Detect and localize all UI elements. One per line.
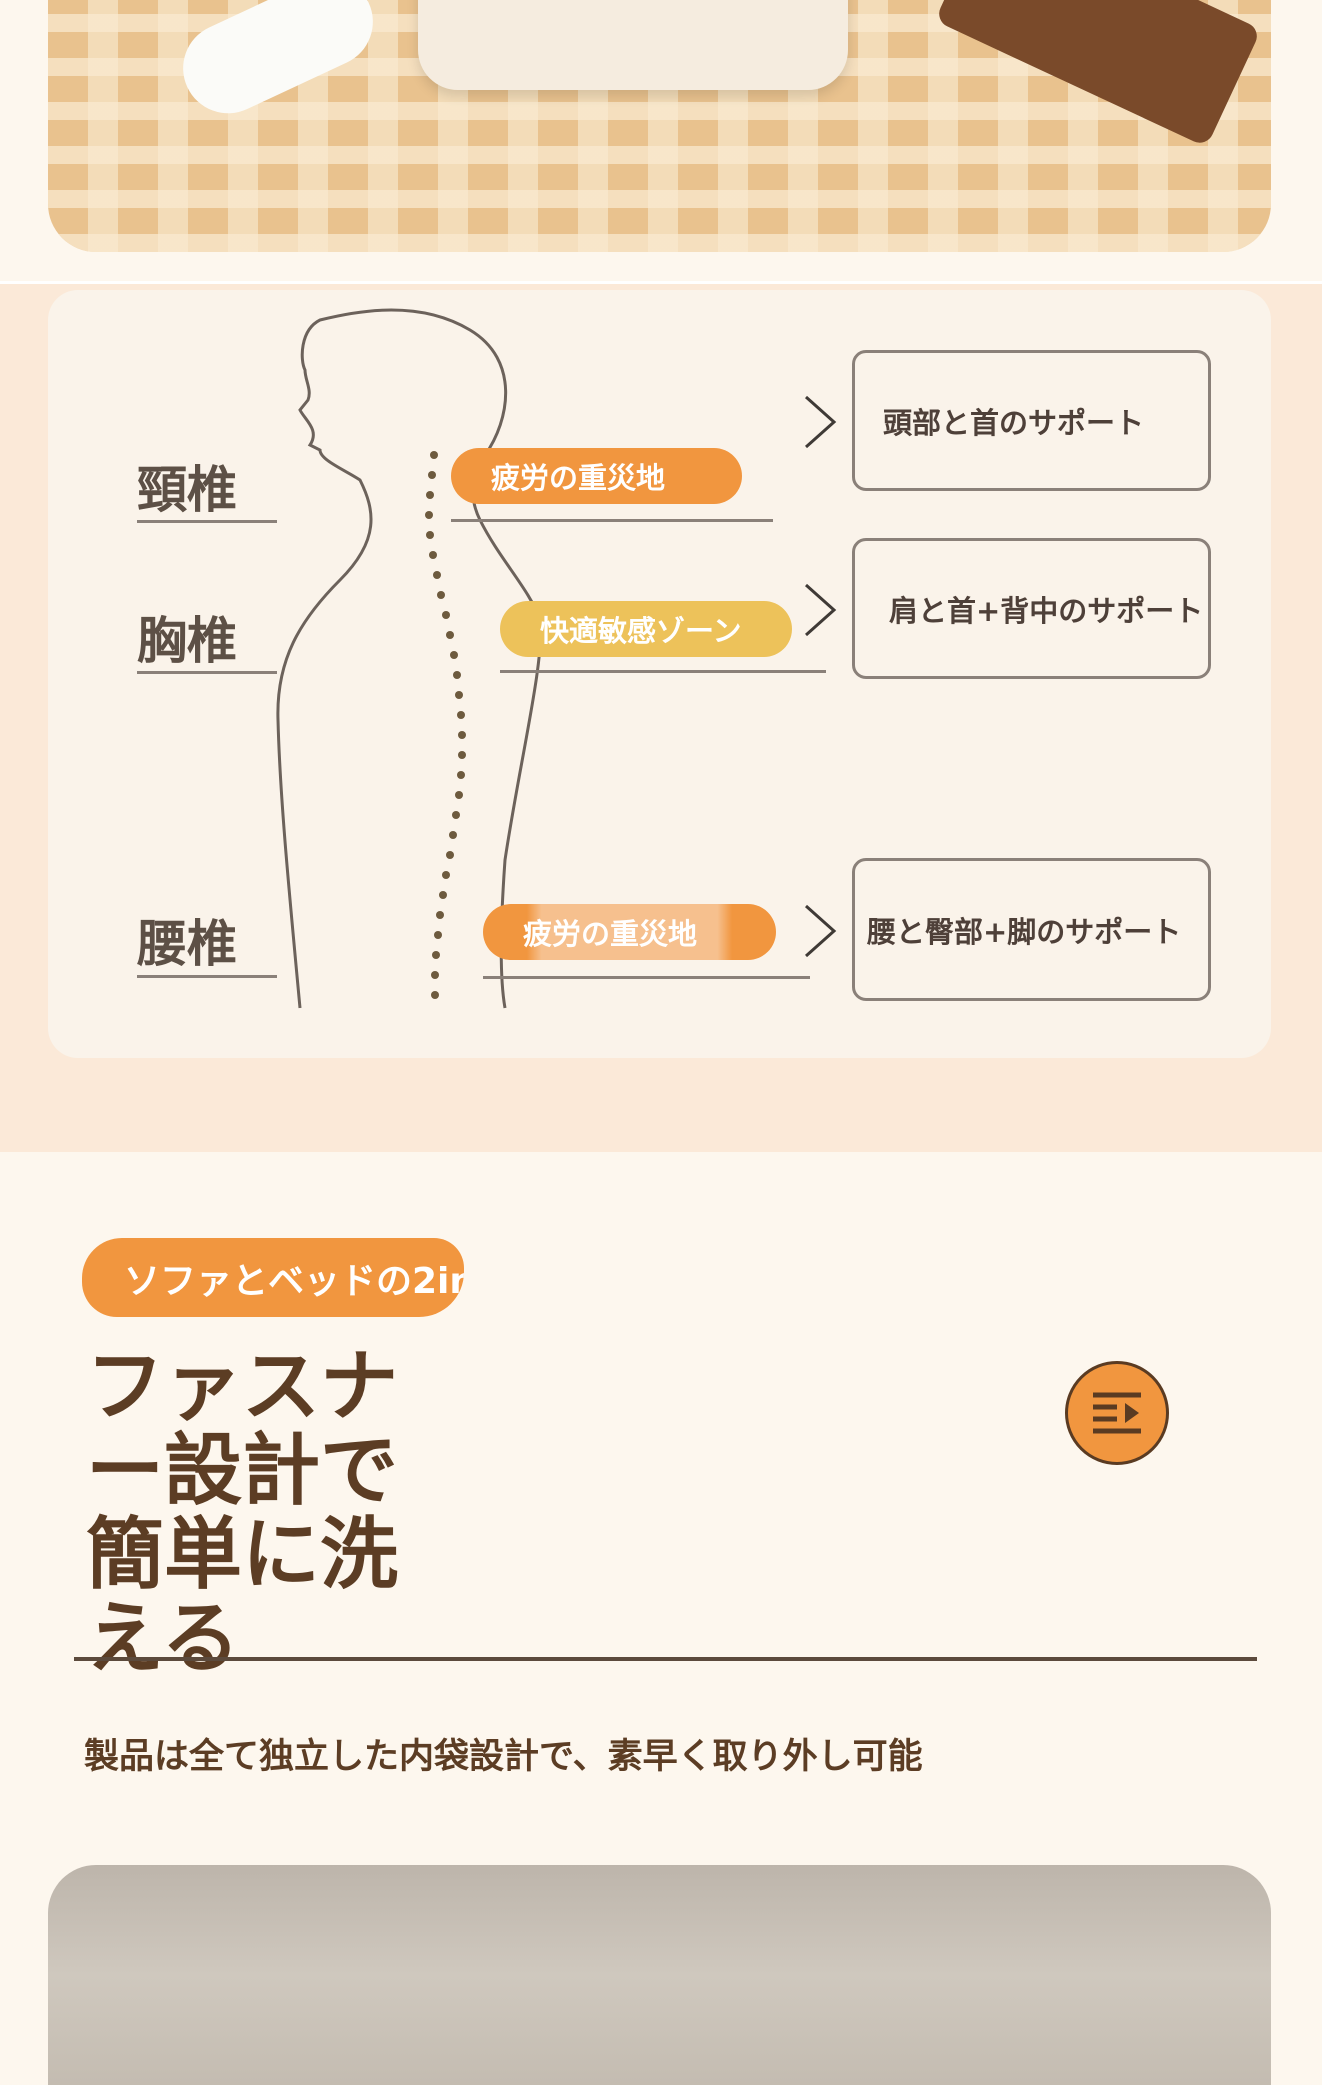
label-thoracic: 胸椎 <box>137 612 237 670</box>
support-box-waist: 腰と臀部+脚のサポート <box>852 858 1211 1001</box>
title-line: える <box>86 1594 240 1684</box>
menu-list-icon <box>1093 1392 1141 1434</box>
divider <box>451 519 773 522</box>
feature-description: 製品は全て独立した内袋設計で、素早く取り外し可能 <box>84 1737 923 1777</box>
support-text: 頭部と首のサポート <box>883 405 1145 440</box>
divider <box>483 976 810 979</box>
zone-pill-fatigue: 疲労の重災地 <box>451 448 742 504</box>
divider <box>137 975 277 978</box>
chevron-right-icon <box>805 583 837 637</box>
feature-title: ファスナ ー設計で 簡単に洗 える <box>86 1345 416 1681</box>
chevron-right-icon <box>805 395 837 449</box>
support-box-head: 頭部と首のサポート <box>852 350 1211 491</box>
menu-button[interactable] <box>1065 1361 1169 1465</box>
zone-pill-comfort: 快適敏感ゾーン <box>500 601 792 657</box>
title-line: 簡単に洗 <box>86 1510 399 1600</box>
support-text: 腰と臀部+脚のサポート <box>867 914 1182 949</box>
label-lumbar: 腰椎 <box>137 915 237 973</box>
zone-pill-fatigue-lower: 疲労の重災地 <box>483 904 776 960</box>
title-line: ー設計で <box>86 1426 399 1516</box>
divider <box>137 671 277 674</box>
divider <box>500 670 826 673</box>
support-text: 肩と首+背中のサポート <box>889 593 1204 628</box>
divider <box>74 1657 1257 1661</box>
title-line: ファスナ <box>86 1342 399 1432</box>
product-photo-bottom <box>48 1865 1271 2085</box>
divider <box>137 520 277 523</box>
support-box-shoulder: 肩と首+背中のサポート <box>852 538 1211 679</box>
spine-dots <box>425 451 466 999</box>
product-photo-top <box>48 0 1271 252</box>
chevron-right-icon <box>805 904 837 958</box>
label-cervical: 頸椎 <box>137 461 237 519</box>
category-badge: ソファとベッドの2in1 <box>82 1238 464 1317</box>
